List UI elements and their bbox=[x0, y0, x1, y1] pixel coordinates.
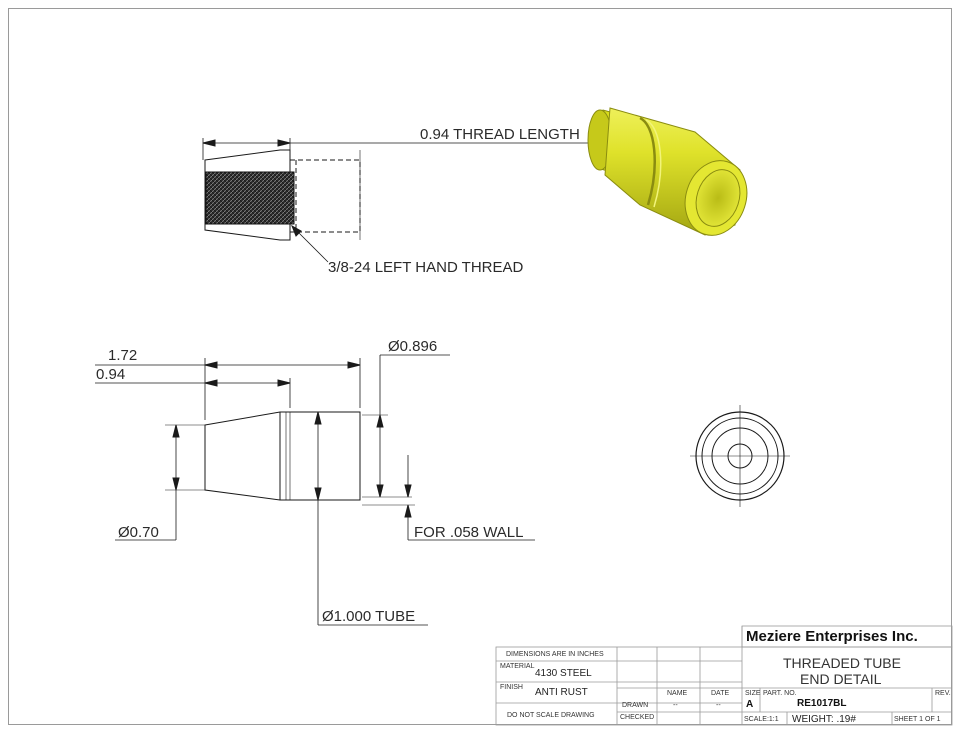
overall-length-dimension: 1.72 bbox=[108, 347, 137, 364]
rev-label: REV. bbox=[935, 690, 951, 697]
iso-model bbox=[587, 107, 748, 236]
size-label: SIZE bbox=[745, 690, 761, 697]
company-name: Meziere Enterprises Inc. bbox=[746, 628, 918, 645]
part-no-label: PART. NO. bbox=[763, 690, 797, 697]
sheet-label: SHEET 1 OF 1 bbox=[894, 716, 941, 723]
weight-label: WEIGHT: .19# bbox=[792, 714, 856, 725]
front-view bbox=[95, 354, 535, 626]
drawn-date: -- bbox=[716, 702, 721, 709]
drawn-label: DRAWN bbox=[622, 702, 648, 709]
part-no-value: RE1017BL bbox=[797, 698, 846, 709]
title-line-2: END DETAIL bbox=[800, 671, 882, 687]
title-line-1: THREADED TUBE bbox=[783, 655, 901, 671]
section-view bbox=[202, 138, 610, 263]
dimensions-note: DIMENSIONS ARE IN INCHES bbox=[506, 651, 604, 658]
end-view bbox=[690, 405, 790, 507]
bore-diameter-dimension: Ø0.896 bbox=[388, 338, 437, 355]
checked-label: CHECKED bbox=[620, 714, 654, 721]
scale-label: SCALE:1:1 bbox=[744, 716, 779, 723]
nose-diameter-dimension: Ø0.70 bbox=[118, 524, 159, 541]
drawn-name: -- bbox=[673, 702, 678, 709]
title-block bbox=[495, 625, 953, 726]
taper-length-dimension: 0.94 bbox=[96, 366, 125, 383]
finish-value: ANTI RUST bbox=[535, 687, 588, 698]
material-label: MATERIAL bbox=[500, 663, 535, 670]
date-header: DATE bbox=[711, 690, 729, 697]
material-value: 4130 STEEL bbox=[535, 668, 592, 679]
no-scale-note: DO NOT SCALE DRAWING bbox=[507, 712, 595, 719]
thread-spec-label: 3/8-24 LEFT HAND THREAD bbox=[328, 259, 524, 276]
name-header: NAME bbox=[667, 690, 688, 697]
drawing-sheet-border bbox=[8, 8, 952, 725]
tube-diameter-dimension: Ø1.000 TUBE bbox=[322, 608, 415, 625]
finish-label: FINISH bbox=[500, 684, 523, 691]
thread-length-label: 0.94 THREAD LENGTH bbox=[420, 126, 580, 143]
size-value: A bbox=[746, 699, 753, 710]
wall-note: FOR .058 WALL bbox=[414, 524, 523, 541]
